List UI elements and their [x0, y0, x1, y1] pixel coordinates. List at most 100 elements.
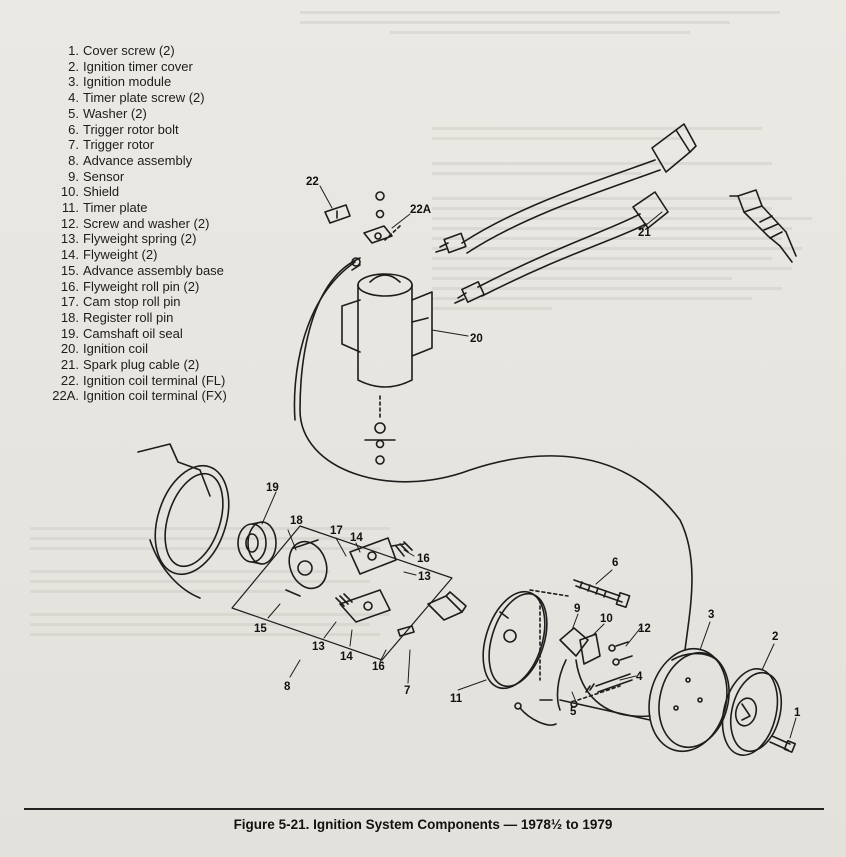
- label-8: 8: [284, 681, 291, 693]
- advance-assembly-drawing: [231, 525, 453, 661]
- label-3: 3: [708, 609, 714, 621]
- legend-item: 14.Flyweight (2): [36, 247, 286, 263]
- legend-label: Timer plate screw (2): [83, 90, 205, 106]
- figure-caption: Figure 5-21. Ignition System Components …: [233, 817, 613, 832]
- label-14b: 14: [340, 651, 353, 663]
- label-18: 18: [290, 515, 303, 527]
- legend-label: Camshaft oil seal: [83, 325, 183, 341]
- legend-number: 6.: [68, 121, 79, 137]
- legend-label: Advance assembly base: [83, 262, 224, 278]
- legend-label: Ignition timer cover: [83, 58, 193, 74]
- legend-number: 2.: [68, 58, 79, 74]
- legend-label: Advance assembly: [83, 152, 193, 168]
- oil-seal-drawing: [237, 521, 277, 565]
- label-6: 6: [612, 557, 618, 569]
- label-19: 19: [266, 482, 279, 494]
- label-1: 1: [794, 707, 801, 719]
- legend-item: 21.Spark plug cable (2): [36, 357, 286, 373]
- ghost-text-left: [30, 520, 430, 643]
- label-16a: 16: [417, 553, 430, 565]
- label-15: 15: [254, 623, 267, 635]
- legend-label: Timer plate: [83, 200, 148, 216]
- ghost-text-right: [432, 120, 812, 317]
- legend-item: 18.Register roll pin: [36, 310, 286, 326]
- legend-number: 5.: [68, 105, 79, 121]
- label-13a: 13: [418, 571, 431, 583]
- legend-label: Trigger rotor: [83, 137, 155, 153]
- coil-terminals-drawing: [324, 191, 401, 244]
- ignition-coil-drawing: [341, 273, 433, 388]
- label-13b: 13: [312, 641, 325, 653]
- label-11: 11: [450, 693, 463, 705]
- legend-label: Flyweight roll pin (2): [83, 278, 200, 294]
- label-22: 22: [306, 176, 319, 188]
- leader-lines: [261, 185, 797, 739]
- rotor-bolt-drawing: [573, 579, 631, 609]
- label-2: 2: [772, 631, 778, 643]
- legend-number: 21.: [60, 357, 79, 373]
- legend-number: 3.: [68, 74, 79, 90]
- legend-label: Washer (2): [83, 105, 147, 121]
- legend-number: 13.: [60, 231, 79, 247]
- legend-label: Ignition coil terminal (FL): [83, 372, 226, 388]
- spark-plug-cable-drawing: [435, 123, 697, 304]
- legend-number: 7.: [68, 137, 79, 153]
- legend-item: 6.Trigger rotor bolt: [36, 122, 286, 138]
- legend-number: 8.: [68, 152, 79, 168]
- timer-cover-drawing: [721, 668, 783, 756]
- label-20: 20: [470, 333, 483, 345]
- legend-item: 22A.Ignition coil terminal (FX): [36, 388, 286, 404]
- label-10: 10: [600, 613, 613, 625]
- legend-number: 14.: [60, 247, 79, 263]
- part-labels: 22 22A 20 21 19 18 17 14 16 13 15 13 14 …: [254, 176, 801, 719]
- legend-number: 10.: [60, 184, 79, 200]
- legend-item: 11.Timer plate: [36, 200, 286, 216]
- legend-item: 16.Flyweight roll pin (2): [36, 279, 286, 295]
- label-12: 12: [638, 623, 651, 635]
- legend-label: Flyweight (2): [83, 247, 158, 263]
- legend-number: 18.: [60, 309, 79, 325]
- legend-item: 4.Timer plate screw (2): [36, 90, 286, 106]
- legend-item: 8.Advance assembly: [36, 153, 286, 169]
- sensor-wire-drawing: [514, 699, 557, 726]
- legend-label: Screw and washer (2): [83, 215, 210, 231]
- trigger-rotor-drawing: [427, 591, 467, 621]
- label-5: 5: [570, 706, 577, 718]
- label-14a: 14: [350, 532, 363, 544]
- legend-number: 9.: [68, 168, 79, 184]
- label-17: 17: [330, 525, 343, 537]
- legend-item: 1. Cover screw (2): [36, 43, 286, 59]
- legend-label: Cam stop roll pin: [83, 294, 181, 310]
- legend-label: Spark plug cable (2): [83, 357, 200, 373]
- legend-item: 19.Camshaft oil seal: [36, 326, 286, 342]
- legend-label: Cover screw (2): [83, 43, 175, 58]
- legend-label: Sensor: [83, 168, 125, 184]
- legend-item: 20.Ignition coil: [36, 341, 286, 357]
- legend-label: Trigger rotor bolt: [83, 121, 179, 137]
- legend-item: 13.Flyweight spring (2): [36, 231, 286, 247]
- legend-number: 15.: [60, 262, 79, 278]
- legend-number: 16.: [60, 278, 79, 294]
- legend-item: 22.Ignition coil terminal (FL): [36, 373, 286, 389]
- legend-item: 7.Trigger rotor: [36, 137, 286, 153]
- cover-screw-drawing: [769, 735, 797, 753]
- legend-number: 19.: [60, 325, 79, 341]
- legend-number: 4.: [68, 90, 79, 106]
- legend-item: 3.Ignition module: [36, 74, 286, 90]
- legend-number: 22A.: [52, 388, 79, 404]
- timer-plate-screws-drawing: [570, 673, 633, 708]
- gear-cover-drawing: [137, 443, 230, 599]
- legend-number: 17.: [60, 294, 79, 310]
- ignition-module-drawing: [559, 647, 730, 753]
- label-7: 7: [404, 685, 410, 697]
- ghost-text-top: [300, 4, 820, 41]
- legend-label: Flyweight spring (2): [83, 231, 197, 247]
- legend-label: Shield: [83, 184, 120, 200]
- screws-12-drawing: [608, 641, 633, 666]
- label-21: 21: [638, 227, 651, 239]
- legend-label: Ignition coil terminal (FX): [83, 388, 227, 404]
- legend-number: 1.: [68, 43, 79, 58]
- legend-label: Ignition coil: [83, 341, 149, 357]
